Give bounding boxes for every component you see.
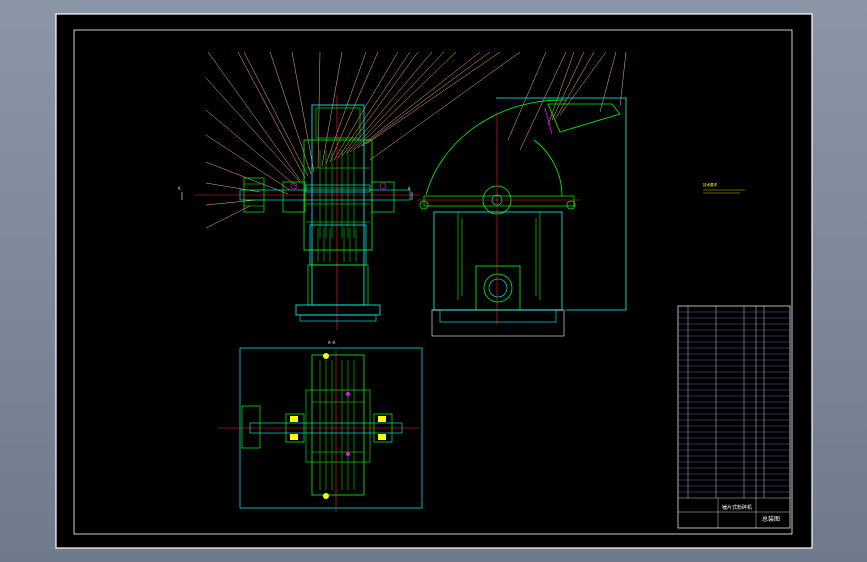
leader-line: [555, 51, 595, 119]
section-marker-right: A: [408, 186, 411, 191]
leader-line: [207, 51, 301, 181]
section-view-label: A—A: [328, 340, 336, 345]
technical-note-title: 技术要求: [703, 182, 717, 187]
bearing-right: [378, 416, 386, 422]
leader-line: [559, 51, 607, 116]
leader-line: [619, 51, 627, 107]
leader-line: [547, 51, 575, 126]
section-marker-left: A: [178, 186, 181, 191]
leader-line: [317, 51, 321, 169]
leader-line: [237, 51, 306, 179]
drawing-number: 总装图: [762, 515, 780, 523]
leader-line: [599, 51, 617, 113]
leader-line: [321, 51, 343, 167]
leader-line: [345, 51, 433, 155]
drawing-name: 锤片式粉碎机: [722, 504, 752, 511]
leader-line: [205, 109, 297, 187]
leader-line: [551, 51, 585, 121]
leader-line: [329, 51, 379, 163]
leader-line: [353, 51, 457, 151]
title-block: 锤片式粉碎机 总装图: [677, 305, 791, 529]
leader-line: [205, 134, 291, 191]
section-view: A—A: [218, 340, 423, 512]
leader-line: [205, 199, 257, 206]
leader-line: [205, 77, 301, 183]
bearing-left: [290, 416, 298, 422]
front-view: A A: [178, 95, 420, 330]
leader-line: [291, 51, 315, 173]
leader-line: [365, 51, 501, 145]
leader-line: [341, 51, 419, 157]
side-view: [418, 97, 627, 337]
leader-line: [333, 51, 399, 161]
technical-note: 技术要求: [703, 182, 745, 194]
leader-line: [357, 51, 481, 149]
drawing-frame: [73, 29, 793, 535]
leader-line: [369, 51, 521, 161]
leader-line: [205, 205, 251, 229]
leader-line: [205, 182, 261, 193]
leader-line: [349, 51, 445, 153]
leader-line: [243, 51, 309, 177]
part-leader-lines: [205, 51, 627, 229]
leader-line: [507, 51, 547, 141]
leader-line: [361, 51, 491, 147]
